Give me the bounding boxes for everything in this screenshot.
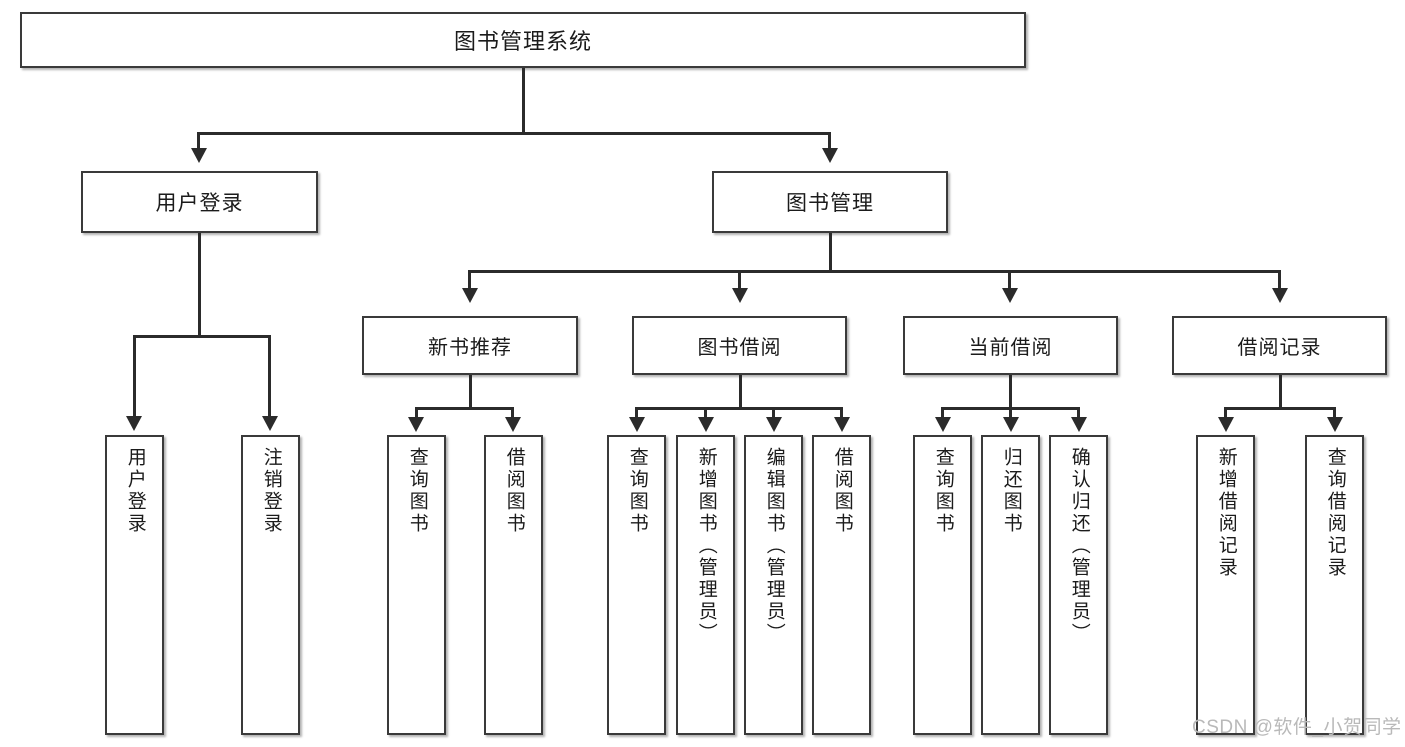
leaf-borrow-book[interactable]: 借阅图书 bbox=[812, 435, 871, 735]
node-label: 新增图书（管理员） bbox=[695, 447, 717, 645]
arrow-to-leaf-query-book-1 bbox=[408, 417, 424, 432]
arrow-to-current-borrow bbox=[1002, 288, 1018, 303]
arrow-to-leaf-borrow-book-1 bbox=[505, 417, 521, 432]
arrow-to-book-manage bbox=[822, 148, 838, 163]
arrow-to-leaf-logout bbox=[262, 416, 278, 431]
arrow-to-leaf-query-book-3 bbox=[935, 417, 951, 432]
connector-current-stem bbox=[1009, 375, 1012, 410]
arrow-to-leaf-edit-book bbox=[766, 417, 782, 432]
connector-record-drop-1 bbox=[1224, 407, 1227, 419]
arrow-to-leaf-confirm-return bbox=[1071, 417, 1087, 432]
arrow-to-new-book-recommend bbox=[462, 288, 478, 303]
connector-level3-drop-1 bbox=[468, 270, 471, 290]
connector-user-login-drop-2 bbox=[268, 335, 271, 418]
node-label: 新增借阅记录 bbox=[1215, 447, 1237, 579]
node-label: 归还图书 bbox=[1000, 447, 1022, 535]
node-label: 图书借阅 bbox=[697, 337, 782, 359]
connector-level2-drop-book bbox=[828, 132, 831, 150]
node-label: 图书管理系统 bbox=[453, 29, 592, 54]
node-label: 查询图书 bbox=[406, 447, 428, 535]
arrow-to-leaf-user-login bbox=[126, 416, 142, 431]
connector-borrow-drop-4 bbox=[840, 407, 843, 419]
arrow-to-user-login bbox=[191, 148, 207, 163]
arrow-to-leaf-query-book-2 bbox=[629, 417, 645, 432]
connector-current-drop-2 bbox=[1009, 407, 1012, 419]
leaf-add-book[interactable]: 新增图书（管理员） bbox=[676, 435, 735, 735]
arrow-to-book-borrow bbox=[732, 288, 748, 303]
node-label: 借阅图书 bbox=[503, 447, 525, 535]
connector-recommend-bus bbox=[415, 407, 514, 410]
arrow-to-borrow-record bbox=[1272, 288, 1288, 303]
connector-recommend-drop-2 bbox=[511, 407, 514, 419]
node-label: 用户登录 bbox=[155, 192, 244, 215]
connector-level3-drop-3 bbox=[1008, 270, 1011, 290]
connector-user-login-stem bbox=[198, 233, 201, 337]
connector-record-drop-2 bbox=[1333, 407, 1336, 419]
leaf-query-book-borrow[interactable]: 查询图书 bbox=[607, 435, 666, 735]
node-book-management[interactable]: 图书管理 bbox=[712, 171, 948, 233]
node-label: 用户登录 bbox=[124, 447, 146, 535]
leaf-query-book-current[interactable]: 查询图书 bbox=[913, 435, 972, 735]
node-label: 新书推荐 bbox=[428, 337, 512, 359]
node-borrow-record[interactable]: 借阅记录 bbox=[1172, 316, 1387, 375]
node-label: 查询图书 bbox=[932, 447, 954, 535]
node-label: 图书管理 bbox=[786, 192, 874, 215]
node-label: 借阅图书 bbox=[831, 447, 853, 535]
connector-borrow-bus bbox=[635, 407, 842, 410]
node-label: 编辑图书（管理员） bbox=[763, 447, 785, 645]
node-label: 注销登录 bbox=[260, 447, 282, 535]
connector-level3-drop-4 bbox=[1278, 270, 1281, 290]
leaf-user-login[interactable]: 用户登录 bbox=[105, 435, 164, 735]
leaf-edit-book[interactable]: 编辑图书（管理员） bbox=[744, 435, 803, 735]
node-book-borrow[interactable]: 图书借阅 bbox=[632, 316, 847, 375]
connector-book-manage-stem bbox=[829, 233, 832, 272]
connector-borrow-stem bbox=[739, 375, 742, 410]
connector-root-stem bbox=[522, 68, 525, 134]
arrow-to-leaf-borrow-book-2 bbox=[834, 417, 850, 432]
node-label: 查询借阅记录 bbox=[1324, 447, 1346, 579]
connector-recommend-drop-1 bbox=[415, 407, 418, 419]
connector-recommend-stem bbox=[469, 375, 472, 410]
leaf-return-book[interactable]: 归还图书 bbox=[981, 435, 1040, 735]
connector-borrow-drop-1 bbox=[635, 407, 638, 419]
connector-current-drop-1 bbox=[941, 407, 944, 419]
leaf-confirm-return[interactable]: 确认归还（管理员） bbox=[1049, 435, 1108, 735]
connector-borrow-drop-3 bbox=[772, 407, 775, 419]
node-label: 借阅记录 bbox=[1237, 337, 1322, 359]
leaf-query-borrow-record[interactable]: 查询借阅记录 bbox=[1305, 435, 1364, 735]
connector-current-drop-3 bbox=[1077, 407, 1080, 419]
arrow-to-leaf-add-record bbox=[1218, 417, 1234, 432]
arrow-to-leaf-query-record bbox=[1327, 417, 1343, 432]
connector-user-login-drop-1 bbox=[133, 335, 136, 418]
node-label: 确认归还（管理员） bbox=[1068, 447, 1090, 645]
connector-level3-drop-2 bbox=[738, 270, 741, 290]
arrow-to-leaf-add-book bbox=[698, 417, 714, 432]
connector-user-login-bus bbox=[133, 335, 271, 338]
arrow-to-leaf-return-book bbox=[1003, 417, 1019, 432]
connector-record-stem bbox=[1279, 375, 1282, 410]
leaf-add-borrow-record[interactable]: 新增借阅记录 bbox=[1196, 435, 1255, 735]
connector-level2-bus bbox=[197, 132, 831, 135]
leaf-logout[interactable]: 注销登录 bbox=[241, 435, 300, 735]
connector-borrow-drop-2 bbox=[704, 407, 707, 419]
leaf-query-book-recommend[interactable]: 查询图书 bbox=[387, 435, 446, 735]
leaf-borrow-book-recommend[interactable]: 借阅图书 bbox=[484, 435, 543, 735]
node-user-login[interactable]: 用户登录 bbox=[81, 171, 318, 233]
connector-record-bus bbox=[1224, 407, 1336, 410]
node-label: 查询图书 bbox=[626, 447, 648, 535]
node-root-system[interactable]: 图书管理系统 bbox=[20, 12, 1026, 68]
node-new-book-recommend[interactable]: 新书推荐 bbox=[362, 316, 578, 375]
node-current-borrow[interactable]: 当前借阅 bbox=[903, 316, 1118, 375]
connector-level3-bus bbox=[468, 270, 1281, 273]
node-label: 当前借阅 bbox=[968, 337, 1053, 359]
connector-level2-drop-user bbox=[197, 132, 200, 150]
